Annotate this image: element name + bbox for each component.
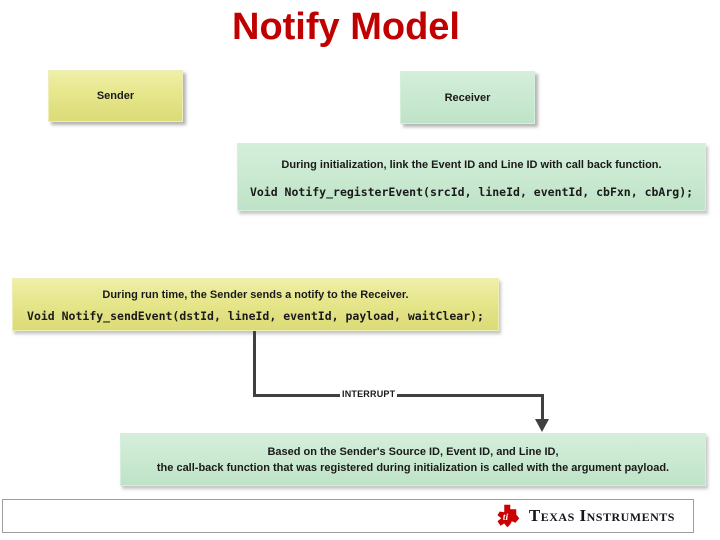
arrow-down-icon [535,419,549,432]
sender-label: Sender [96,90,135,102]
runtime-heading: During run time, the Sender sends a noti… [102,289,409,301]
receiver-label: Receiver [444,91,491,104]
connector-horizontal [253,394,544,397]
footer-bar: ti Texas Instruments [2,499,694,533]
connector-vertical-left [253,331,256,397]
callback-description-box: Based on the Sender's Source ID, Event I… [120,433,706,486]
runtime-description-box: During run time, the Sender sends a noti… [12,278,499,331]
interrupt-label: INTERRUPT [340,389,398,399]
receiver-box: Receiver [400,71,535,124]
init-heading: During initialization, link the Event ID… [281,159,662,171]
init-description-box: During initialization, link the Event ID… [237,143,706,211]
svg-text:ti: ti [503,512,509,523]
ti-texas-logo-icon: ti [497,504,520,528]
init-code: Void Notify_registerEvent(srcId, lineId,… [249,185,694,199]
sender-box: Sender [48,70,183,122]
slide-title: Notify Model [232,6,460,48]
callback-line1: Based on the Sender's Source ID, Event I… [267,445,559,458]
ti-wordmark: Texas Instruments [528,506,675,525]
callback-line2: the call-back function that was register… [156,461,670,474]
ti-logo: ti Texas Instruments [496,504,675,528]
runtime-code: Void Notify_sendEvent(dstId, lineId, eve… [27,309,484,323]
connector-vertical-right [541,394,544,420]
